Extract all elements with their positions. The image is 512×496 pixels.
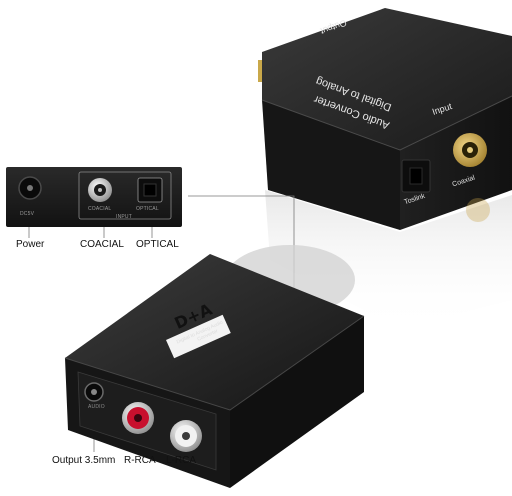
dc-small-label: DC5V xyxy=(20,211,35,217)
l-rca-jack xyxy=(170,420,202,452)
rear-panel-closeup xyxy=(6,167,182,227)
front-device xyxy=(64,245,365,488)
caption-r-rca: R-RCA xyxy=(124,455,156,466)
da-logo xyxy=(166,314,231,359)
audio-small-label: AUDIO xyxy=(88,404,105,410)
front-device-right-face xyxy=(230,316,364,488)
top-device-front-face xyxy=(262,100,400,230)
caption-coacial: COACIAL xyxy=(80,239,124,250)
caption-l-rca: L-RCA xyxy=(166,455,197,466)
caption-output: Output 3.5mm xyxy=(52,455,116,466)
top-device-top-face xyxy=(262,8,512,150)
coacial-small-label: COACIAL xyxy=(88,206,112,212)
top-device-right-face xyxy=(400,96,512,230)
top-device-reflection xyxy=(265,190,512,330)
optical-small-label: OPTICAL xyxy=(136,206,159,212)
input-small-label: INPUT xyxy=(116,214,132,220)
r-rca-jack xyxy=(122,402,154,434)
caption-optical: OPTICAL xyxy=(136,239,179,250)
caption-power: Power xyxy=(16,239,45,250)
top-device xyxy=(258,8,512,330)
